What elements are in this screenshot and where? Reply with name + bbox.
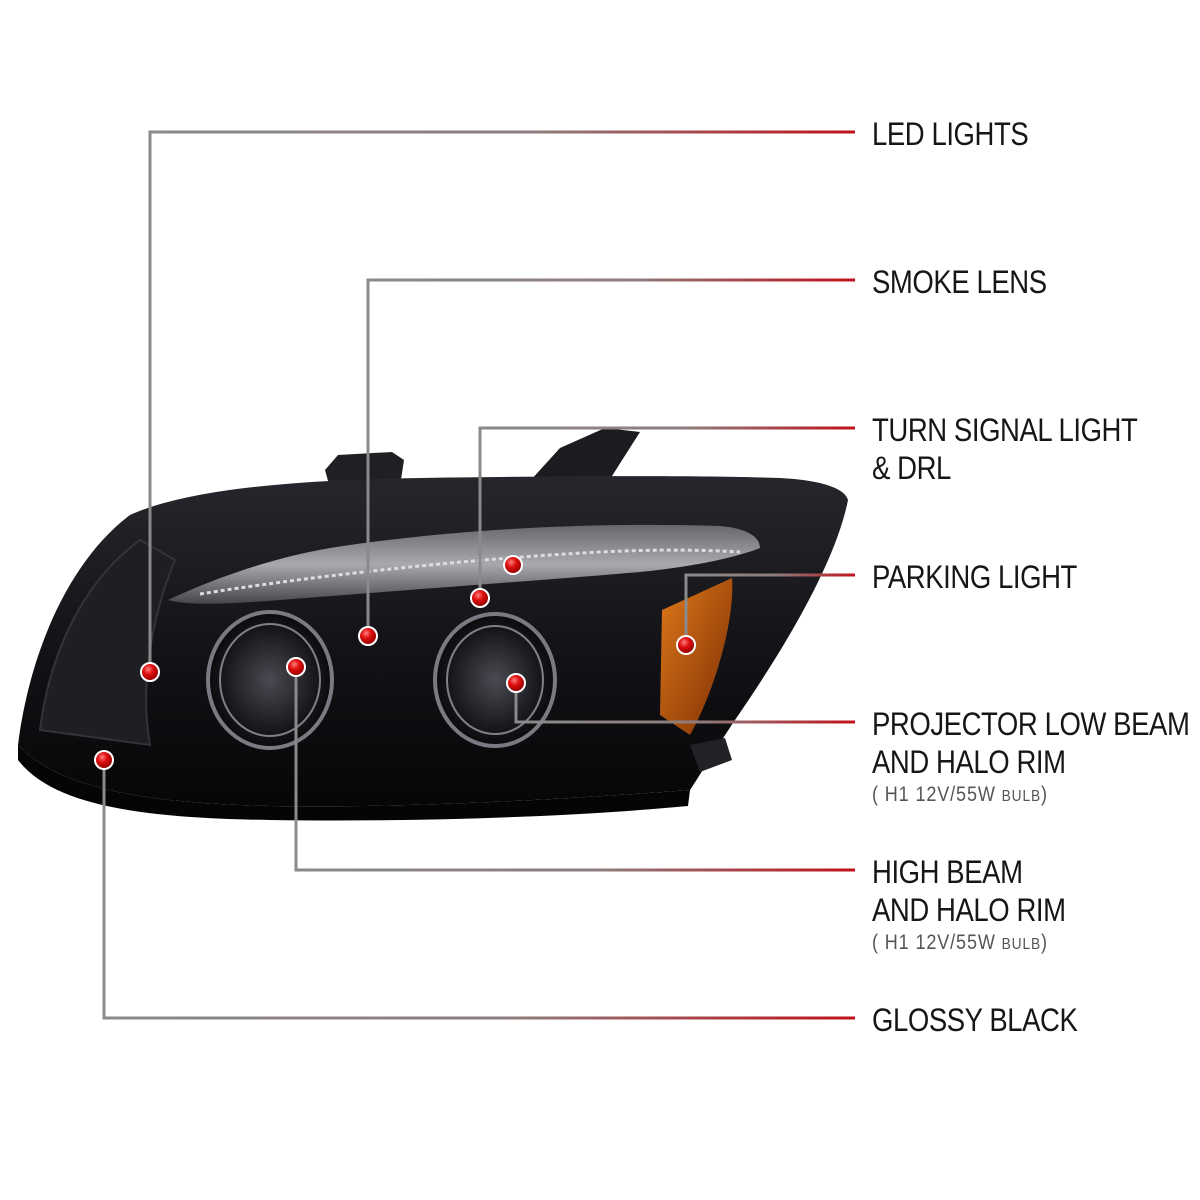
- spec-bracket: (: [872, 931, 879, 954]
- callout-text: PARKING LIGHT: [872, 559, 1077, 595]
- glossy-black-trim: [18, 745, 690, 821]
- spec-bulb: H1 12V/55W: [884, 783, 996, 806]
- callout-text: TURN SIGNAL LIGHT: [872, 412, 1138, 448]
- callout-text: & DRL: [872, 450, 951, 486]
- marker-glossy-black: [94, 750, 114, 770]
- marker-led-lights: [140, 662, 160, 682]
- spec-bracket: ): [1041, 783, 1048, 806]
- marker-projector-low-beam: [506, 673, 526, 693]
- callout-markers: [94, 555, 696, 770]
- callout-led-lights: LED LIGHTS: [872, 115, 1029, 153]
- spec-bracket: (: [872, 783, 879, 806]
- marker-high-beam: [286, 657, 306, 677]
- bulb-spec: ( H1 12V/55W BULB): [872, 929, 1066, 959]
- callout-text: HIGH BEAM: [872, 854, 1023, 890]
- leader-line-glossy-black: [102, 760, 855, 1020]
- low-beam-projector: [433, 612, 557, 748]
- led-strip-highlight: [199, 548, 741, 596]
- leader-line-turn-signal-a: [478, 426, 855, 598]
- callout-smoke-lens: SMOKE LENS: [872, 263, 1047, 301]
- rear-connector: [690, 738, 732, 772]
- callout-turn-signal: TURN SIGNAL LIGHT & DRL: [872, 411, 1138, 487]
- marker-turn-signal-b: [503, 555, 523, 575]
- callout-text: PROJECTOR LOW BEAM: [872, 706, 1190, 742]
- callout-parking-light: PARKING LIGHT: [872, 558, 1077, 596]
- callout-high-beam: HIGH BEAM AND HALO RIM ( H1 12V/55W BULB…: [872, 853, 1066, 959]
- callout-text: LED LIGHTS: [872, 116, 1029, 152]
- leader-line-projector-low-beam: [514, 683, 855, 724]
- spec-unit: BULB: [1001, 788, 1042, 805]
- bulb-spec: ( H1 12V/55W BULB): [872, 781, 1189, 811]
- callout-projector-low-beam: PROJECTOR LOW BEAM AND HALO RIM ( H1 12V…: [872, 705, 1190, 811]
- spec-bracket: ): [1041, 931, 1048, 954]
- marker-turn-signal-a: [470, 588, 490, 608]
- leader-line-parking-light: [684, 573, 855, 645]
- leader-line-smoke-lens: [366, 278, 855, 636]
- marker-parking-light: [676, 635, 696, 655]
- leader-lines: [102, 130, 855, 1020]
- leader-line-led-lights: [148, 130, 855, 672]
- marker-smoke-lens: [358, 626, 378, 646]
- side-chamber: [38, 538, 177, 747]
- leader-line-high-beam: [294, 667, 855, 872]
- amber-parking-reflector: [660, 578, 733, 735]
- spec-unit: BULB: [1001, 936, 1042, 953]
- led-light-bar: [168, 524, 760, 604]
- callout-text: AND HALO RIM: [872, 892, 1066, 928]
- callout-text: AND HALO RIM: [872, 744, 1066, 780]
- spec-bulb: H1 12V/55W: [884, 931, 996, 954]
- headlight-illustration: [18, 428, 848, 821]
- callout-text: GLOSSY BLACK: [872, 1002, 1078, 1038]
- high-beam-projector: [206, 610, 334, 750]
- callout-text: SMOKE LENS: [872, 264, 1047, 300]
- callout-glossy-black: GLOSSY BLACK: [872, 1001, 1078, 1039]
